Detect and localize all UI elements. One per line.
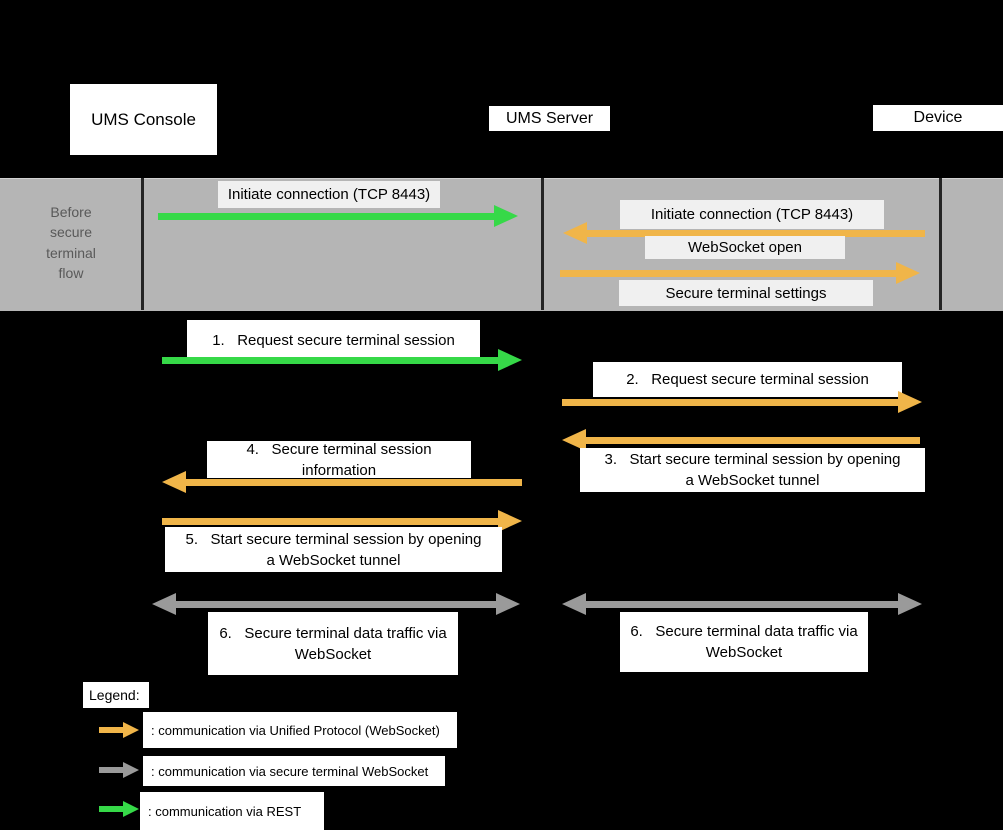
- unified-arrow-step-3: [562, 429, 920, 451]
- arrow-head-right-icon: [898, 391, 922, 413]
- arrow-shaft: [560, 270, 900, 277]
- arrow-head-right-icon: [896, 262, 920, 284]
- arrow-head-right-icon: [123, 801, 139, 817]
- actor-device-label: Device: [913, 109, 963, 126]
- arrow-shaft: [99, 727, 126, 733]
- arrow-head-right-icon: [123, 762, 139, 778]
- arrow-shaft: [162, 518, 502, 525]
- arrow-shaft: [170, 601, 502, 608]
- legend-item-unified-protocol: : communication via Unified Protocol (We…: [143, 712, 457, 748]
- legend-unified-arrow-icon: [99, 722, 139, 738]
- arrow-head-left-icon: [563, 222, 587, 244]
- lifeline-ums-console-segment: [141, 178, 144, 310]
- arrow-head-right-icon: [898, 593, 922, 615]
- rest-arrow-console-to-server: [158, 205, 518, 227]
- band-message-websocket-open: WebSocket open: [645, 236, 845, 259]
- lifeline-device-segment: [939, 178, 942, 310]
- step-6-right-label: 6. Secure terminal data traffic via WebS…: [620, 612, 868, 672]
- legend-item-rest: : communication via REST: [140, 792, 324, 830]
- step-1-label: 1. Request secure terminal session: [187, 320, 480, 360]
- arrow-shaft: [583, 230, 925, 237]
- actor-ums-server: UMS Server: [489, 106, 610, 131]
- band-message-initiate-connection-console: Initiate connection (TCP 8443): [218, 181, 440, 208]
- legend-rest-arrow-icon: [99, 801, 139, 817]
- step-5-label: 5. Start secure terminal session by open…: [165, 527, 502, 572]
- arrow-head-right-icon: [494, 205, 518, 227]
- step-3-label: 3. Start secure terminal session by open…: [580, 448, 925, 492]
- actor-device: Device: [873, 105, 1003, 131]
- unified-arrow-server-to-device: [560, 262, 920, 284]
- step-2-label: 2. Request secure terminal session: [593, 362, 902, 397]
- arrow-shaft: [158, 213, 498, 220]
- unified-arrow-step-5: [162, 510, 522, 532]
- arrow-head-right-icon: [123, 722, 139, 738]
- rest-arrow-step-1: [162, 349, 522, 371]
- arrow-shaft: [182, 479, 522, 486]
- arrow-head-right-icon: [496, 593, 520, 615]
- arrow-head-left-icon: [562, 593, 586, 615]
- unified-arrow-step-2: [562, 391, 922, 413]
- actor-ums-server-label: UMS Server: [505, 109, 594, 127]
- arrow-shaft: [99, 767, 126, 773]
- unified-arrow-step-4: [162, 471, 522, 493]
- arrow-shaft: [162, 357, 502, 364]
- actor-ums-console-label: UMS Console: [91, 109, 196, 129]
- legend-item-secure-terminal: : communication via secure terminal WebS…: [143, 756, 445, 786]
- arrow-shaft: [582, 437, 920, 444]
- unified-arrow-device-to-server: [563, 222, 925, 244]
- legend-title: Legend:: [83, 682, 149, 708]
- arrow-head-left-icon: [162, 471, 186, 493]
- arrow-head-right-icon: [498, 510, 522, 532]
- step-6-left-label: 6. Secure terminal data traffic via WebS…: [208, 612, 458, 675]
- arrow-shaft: [99, 806, 126, 812]
- step-4-label: 4. Secure terminal session information: [207, 441, 471, 479]
- legend-secure-arrow-icon: [99, 762, 139, 778]
- band-message-secure-terminal-settings: Secure terminal settings: [619, 280, 873, 306]
- arrow-head-left-icon: [152, 593, 176, 615]
- arrow-head-left-icon: [562, 429, 586, 451]
- phase-band-label: Before secure terminal flow: [46, 204, 96, 281]
- actor-ums-console: UMS Console: [70, 84, 217, 155]
- arrow-head-right-icon: [498, 349, 522, 371]
- arrow-shaft: [562, 399, 902, 406]
- secure-arrow-step-6-console-server: [152, 593, 520, 615]
- band-message-initiate-connection-device: Initiate connection (TCP 8443): [620, 200, 884, 229]
- secure-arrow-step-6-server-device: [562, 593, 922, 615]
- arrow-shaft: [580, 601, 904, 608]
- lifeline-ums-server-segment: [541, 178, 544, 310]
